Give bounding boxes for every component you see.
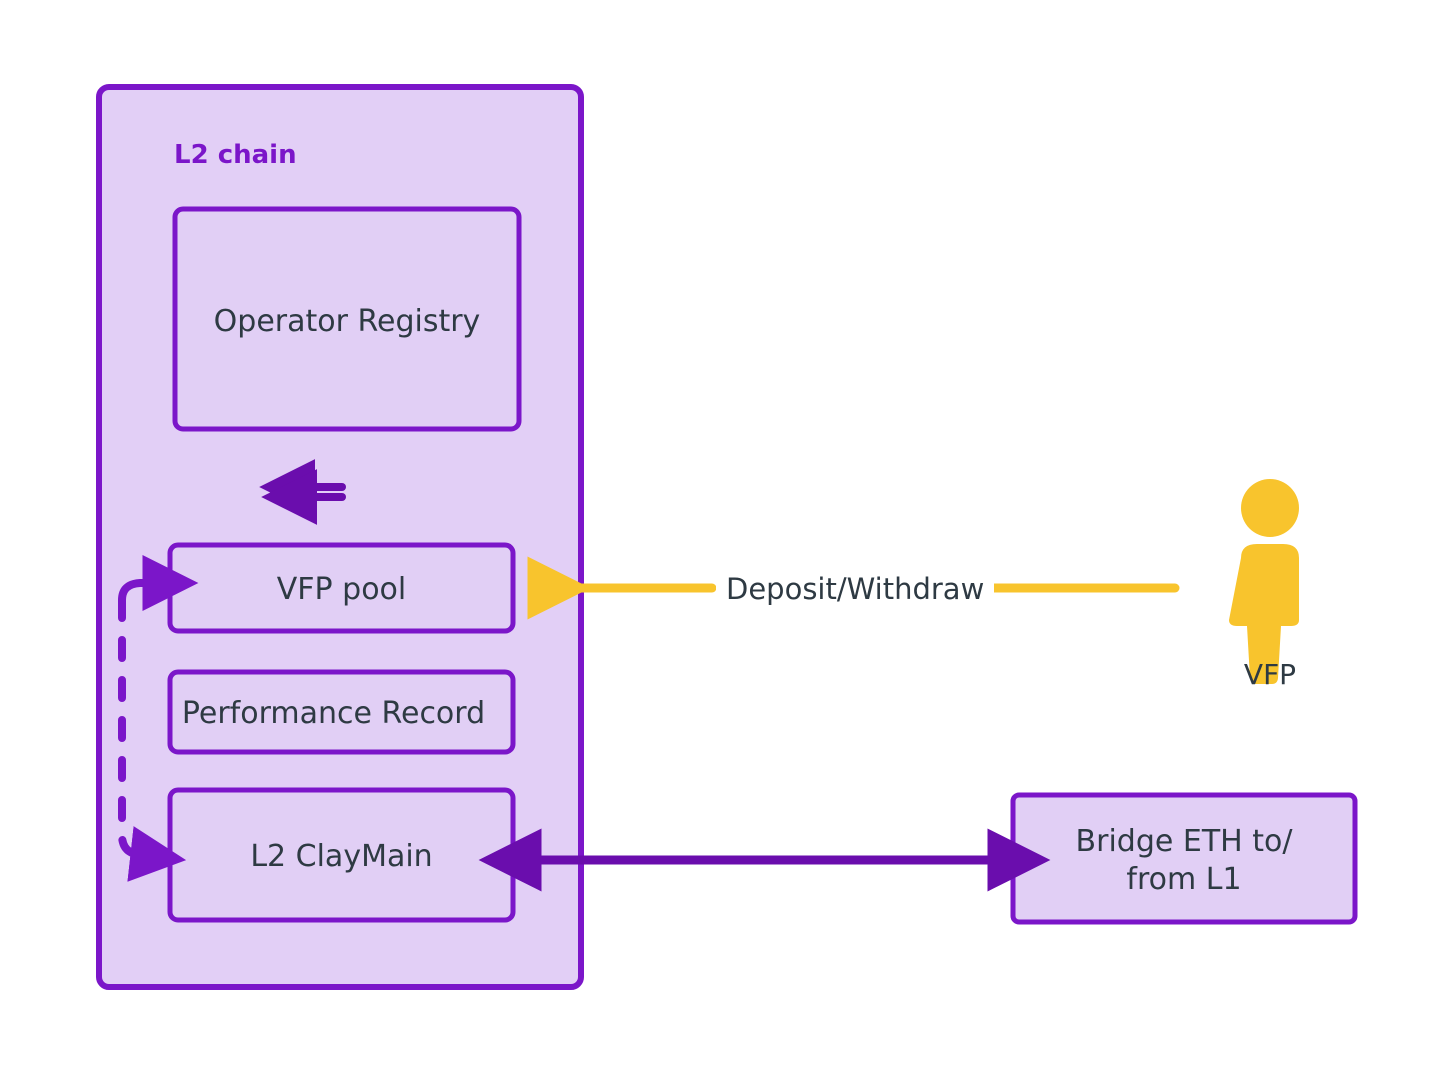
l2-claymain-label: L2 ClayMain bbox=[250, 839, 433, 874]
node-operator-registry[interactable] bbox=[172, 206, 522, 432]
operator-registry-label: Operator Registry bbox=[213, 304, 481, 339]
node-performance-record[interactable] bbox=[167, 669, 516, 755]
vfp-actor-label: VFP bbox=[1243, 658, 1297, 691]
bridge-eth-label-line2: from L1 bbox=[1126, 862, 1242, 897]
edge-feedback-dashed-upper bbox=[118, 596, 187, 882]
performance-record-label: Performance Record bbox=[181, 696, 486, 731]
vfp-pool-label: VFP pool bbox=[276, 572, 407, 607]
edge-feedback-dashed-head-top bbox=[118, 555, 199, 611]
l2-chain-title: L2 chain bbox=[174, 140, 297, 170]
bridge-eth-label-line1: Bridge ETH to/ bbox=[1075, 824, 1293, 859]
deposit-withdraw-label: Deposit/Withdraw bbox=[716, 572, 995, 608]
person-icon bbox=[1229, 479, 1299, 684]
